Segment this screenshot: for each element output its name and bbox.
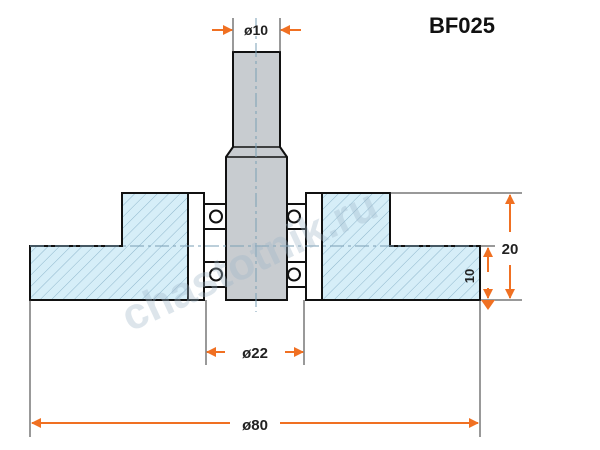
flange-thickness-label: 10 [462, 269, 477, 283]
shaft-diameter-label: ø10 [244, 22, 268, 38]
dimension-shaft-diameter: ø10 [212, 22, 301, 38]
part-title: BF025 [429, 13, 495, 38]
dimension-bearing-diameter: ø22 [206, 345, 304, 362]
bearing-diameter-label: ø22 [242, 345, 268, 362]
dimension-outer-diameter: ø80 [31, 417, 479, 434]
total-height-label: 20 [502, 241, 519, 258]
dimension-flange-thickness: 10 [462, 247, 495, 310]
dimension-total-height: 20 [502, 194, 519, 299]
outer-diameter-label: ø80 [242, 417, 268, 434]
